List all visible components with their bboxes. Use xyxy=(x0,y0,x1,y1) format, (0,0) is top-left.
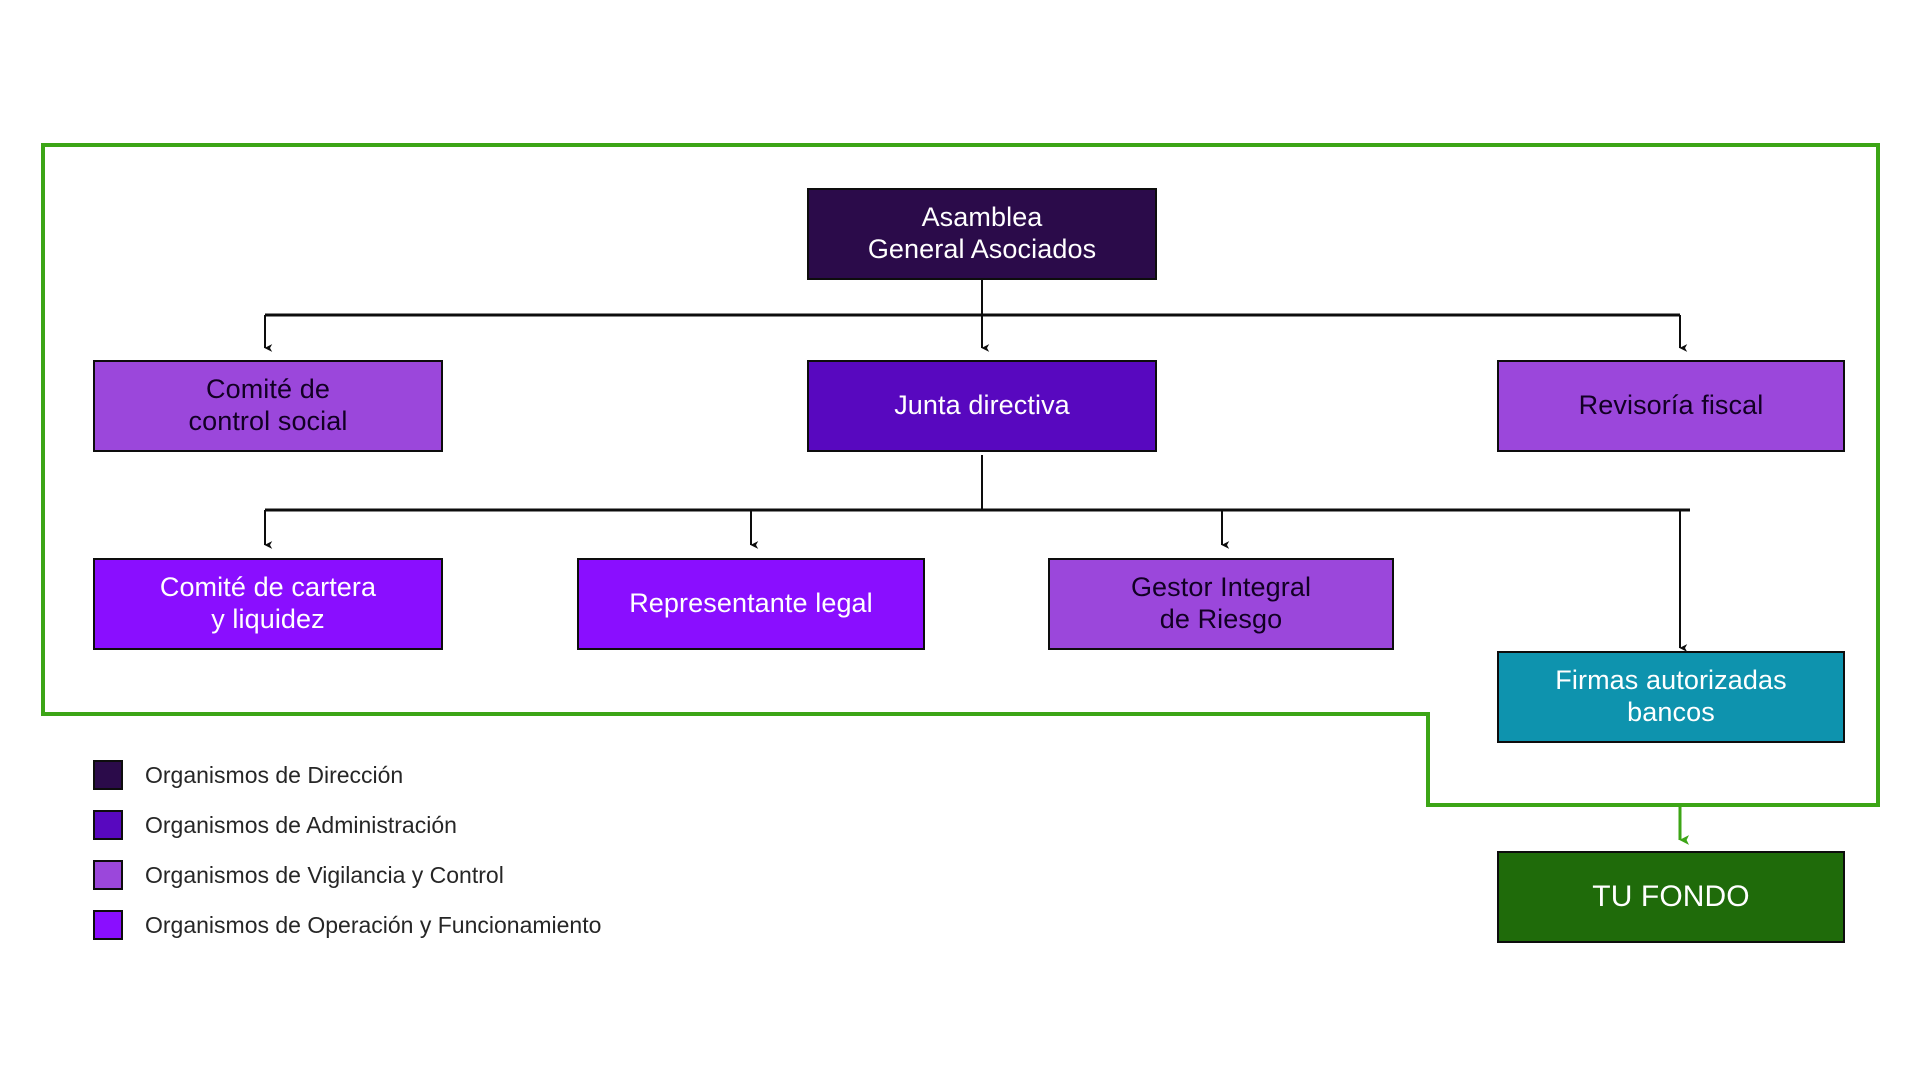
legend-label-vigilancia-y-control: Organismos de Vigilancia y Control xyxy=(145,861,504,888)
legend-item-administracion: Organismos de Administración xyxy=(93,800,601,850)
node-gestor-integral-de-riesgo[interactable]: Gestor Integral de Riesgo xyxy=(1048,558,1394,650)
node-representante-legal[interactable]: Representante legal xyxy=(577,558,925,650)
node-comite-de-control-social[interactable]: Comité de control social xyxy=(93,360,443,452)
node-revisoria-fiscal[interactable]: Revisoría fiscal xyxy=(1497,360,1845,452)
legend-item-direccion: Organismos de Dirección xyxy=(93,750,601,800)
legend-swatch-administracion xyxy=(93,810,123,840)
node-tu-fondo[interactable]: TU FONDO xyxy=(1497,851,1845,943)
legend-item-operacion-y-funcionamiento: Organismos de Operación y Funcionamiento xyxy=(93,900,601,950)
legend-label-administracion: Organismos de Administración xyxy=(145,811,457,838)
legend-item-vigilancia-y-control: Organismos de Vigilancia y Control xyxy=(93,850,601,900)
node-comite-de-cartera-y-liquidez[interactable]: Comité de cartera y liquidez xyxy=(93,558,443,650)
node-firmas-autorizadas-bancos[interactable]: Firmas autorizadas bancos xyxy=(1497,651,1845,743)
legend-label-operacion-y-funcionamiento: Organismos de Operación y Funcionamiento xyxy=(145,911,602,938)
node-junta-directiva[interactable]: Junta directiva xyxy=(807,360,1157,452)
node-asamblea-general-asociados[interactable]: Asamblea General Asociados xyxy=(807,188,1157,280)
legend: Organismos de Dirección Organismos de Ad… xyxy=(93,750,601,950)
legend-label-direccion: Organismos de Dirección xyxy=(145,761,404,788)
legend-swatch-operacion-y-funcionamiento xyxy=(93,910,123,940)
legend-swatch-vigilancia-y-control xyxy=(93,860,123,890)
legend-swatch-direccion xyxy=(93,760,123,790)
